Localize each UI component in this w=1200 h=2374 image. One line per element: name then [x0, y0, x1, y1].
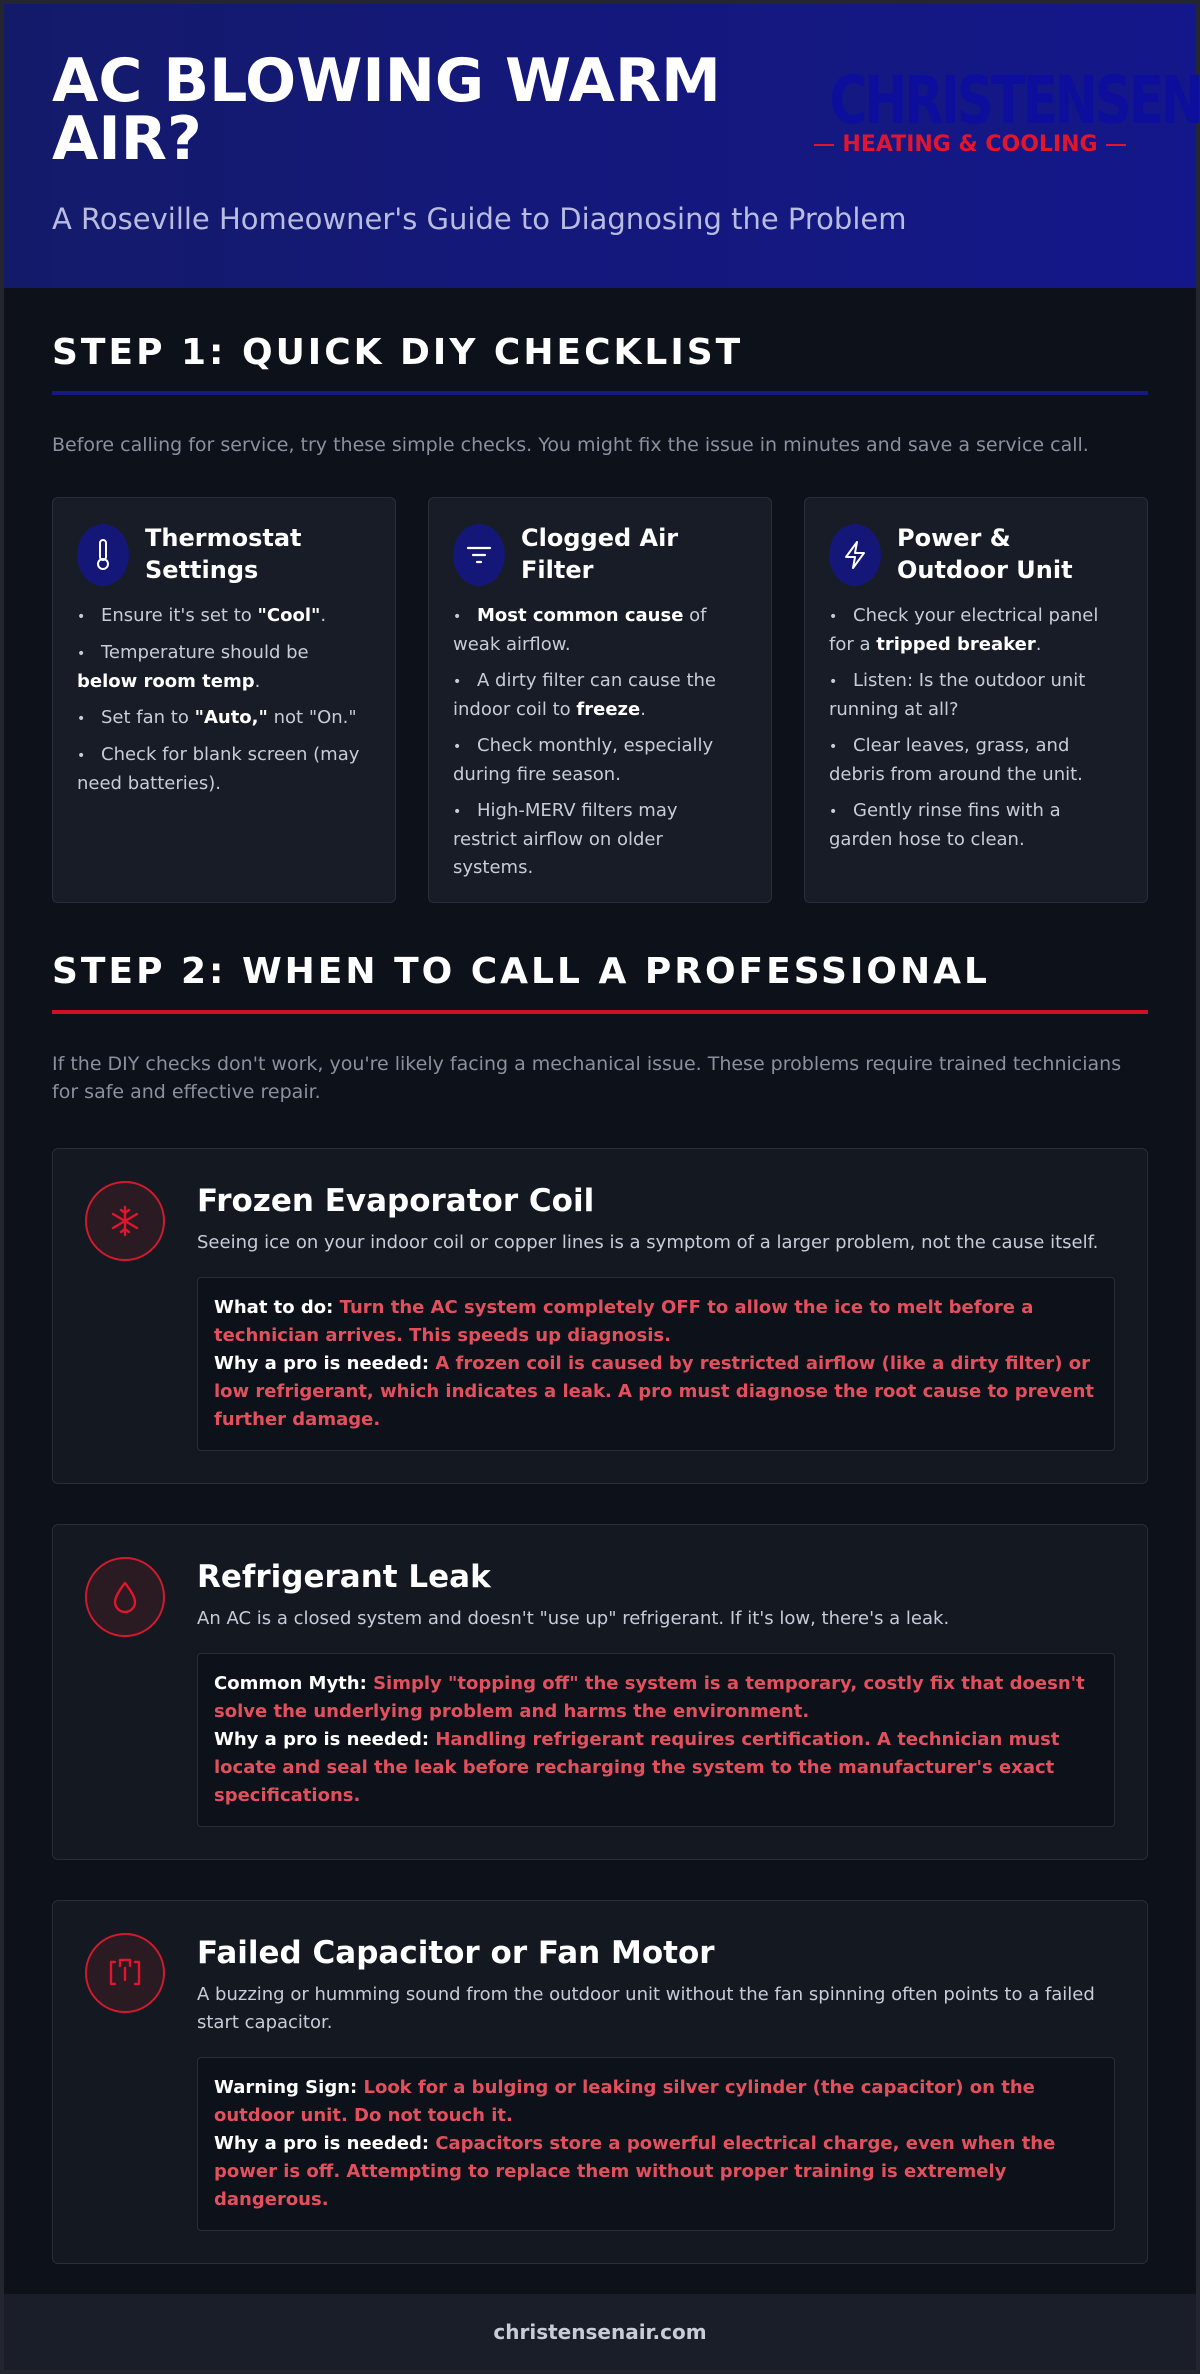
issue-description: Seeing ice on your indoor coil or copper…	[197, 1232, 1099, 1253]
list-item: •Check for blank screen (may need batter…	[77, 744, 360, 794]
list-item: •Most common cause of weak airflow.	[453, 605, 707, 655]
checklist-cards: Thermostat Settings •Ensure it's set to …	[52, 497, 1148, 903]
list-item: •Check monthly, especially during fire s…	[453, 735, 714, 785]
card-header: Power & Outdoor Unit	[829, 522, 1123, 586]
card-title: Power & Outdoor Unit	[897, 524, 1073, 584]
list-item: •A dirty filter can cause the indoor coi…	[453, 670, 716, 720]
list-item: •Clear leaves, grass, and debris from ar…	[829, 735, 1083, 785]
issue-detail-box: Warning Sign: Look for a bulging or leak…	[197, 2057, 1115, 2231]
step1-section: STEP 1: QUICK DIY CHECKLIST Before calli…	[52, 288, 1148, 903]
step1-intro: Before calling for service, try these si…	[52, 434, 1089, 456]
checklist-card-power: Power & Outdoor Unit •Check your electri…	[804, 497, 1148, 903]
issue-detail-box: Common Myth: Simply "topping off" the sy…	[197, 1653, 1115, 1827]
list-item: •High-MERV filters may restrict airflow …	[453, 800, 678, 878]
step2-intro: If the DIY checks don't work, you're lik…	[52, 1053, 1122, 1103]
footer-website-link[interactable]: christensenair.com	[493, 2320, 707, 2344]
logo-rule-left	[814, 143, 835, 146]
capacitor-icon	[85, 1933, 165, 2013]
list-item: •Gently rinse fins with a garden hose to…	[829, 800, 1061, 850]
issue-title: Failed Capacitor or Fan Motor	[197, 1935, 715, 1971]
list-item: •Temperature should be below room temp.	[77, 642, 309, 692]
snowflake-icon	[85, 1181, 165, 1261]
card-title: Thermostat Settings	[145, 524, 302, 584]
issue-description: A buzzing or humming sound from the outd…	[197, 1984, 1095, 2033]
list-item: •Listen: Is the outdoor unit running at …	[829, 670, 1086, 720]
card-title: Clogged Air Filter	[521, 524, 679, 584]
card-list: •Most common cause of weak airflow. •A d…	[453, 602, 747, 882]
issue-card-frozen-coil: Frozen Evaporator Coil Seeing ice on you…	[52, 1148, 1148, 1484]
company-logo: CHRISTENSEN HEATING & COOLING	[790, 62, 1200, 157]
issue-detail-line: Why a pro is needed: Handling refrigeran…	[214, 1729, 1060, 1806]
card-header: Clogged Air Filter	[453, 522, 747, 586]
issue-detail-line: Why a pro is needed: A frozen coil is ca…	[214, 1353, 1095, 1430]
issue-detail-line: Why a pro is needed: Capacitors store a …	[214, 2133, 1056, 2210]
list-item: •Check your electrical panel for a tripp…	[829, 605, 1099, 655]
step1-divider	[52, 391, 1148, 395]
issue-detail-line: What to do: Turn the AC system completel…	[214, 1297, 1034, 1346]
list-item: •Set fan to "Auto," not "On."	[77, 707, 357, 728]
checklist-card-thermostat: Thermostat Settings •Ensure it's set to …	[52, 497, 396, 903]
list-item: •Ensure it's set to "Cool".	[77, 605, 327, 626]
card-header: Thermostat Settings	[77, 522, 371, 586]
issue-body: Frozen Evaporator Coil Seeing ice on you…	[197, 1181, 1115, 1451]
issue-card-refrigerant-leak: Refrigerant Leak An AC is a closed syste…	[52, 1524, 1148, 1860]
step2-title: STEP 2: WHEN TO CALL A PROFESSIONAL	[52, 951, 990, 992]
footer: christensenair.com	[4, 2294, 1196, 2370]
step1-title: STEP 1: QUICK DIY CHECKLIST	[52, 332, 744, 373]
filter-icon	[453, 524, 505, 586]
logo-tagline: HEATING & COOLING	[790, 132, 1150, 157]
issue-description: An AC is a closed system and doesn't "us…	[197, 1608, 950, 1629]
issue-body: Refrigerant Leak An AC is a closed syste…	[197, 1557, 1115, 1827]
logo-tagline-text: HEATING & COOLING	[842, 132, 1098, 157]
lightning-icon	[829, 524, 881, 586]
issue-detail-line: Common Myth: Simply "topping off" the sy…	[214, 1673, 1085, 1722]
issue-detail-line: Warning Sign: Look for a bulging or leak…	[214, 2077, 1035, 2126]
card-list: •Check your electrical panel for a tripp…	[829, 602, 1123, 854]
card-list: •Ensure it's set to "Cool". •Temperature…	[77, 602, 371, 798]
step2-divider	[52, 1010, 1148, 1014]
issue-detail-box: What to do: Turn the AC system completel…	[197, 1277, 1115, 1451]
main-content: STEP 1: QUICK DIY CHECKLIST Before calli…	[4, 288, 1196, 2264]
issue-card-capacitor: Failed Capacitor or Fan Motor A buzzing …	[52, 1900, 1148, 2264]
droplet-icon	[85, 1557, 165, 1637]
hero-header: AC BLOWING WARM AIR? A Roseville Homeown…	[4, 4, 1200, 288]
logo-wordmark: CHRISTENSEN	[829, 62, 1200, 139]
page-subtitle: A Roseville Homeowner's Guide to Diagnos…	[52, 202, 907, 236]
page-title: AC BLOWING WARM AIR?	[52, 46, 721, 174]
logo-rule-right	[1105, 143, 1126, 146]
issue-title: Frozen Evaporator Coil	[197, 1183, 595, 1219]
issue-body: Failed Capacitor or Fan Motor A buzzing …	[197, 1933, 1115, 2231]
thermometer-icon	[77, 524, 129, 586]
issue-title: Refrigerant Leak	[197, 1559, 491, 1595]
checklist-card-filter: Clogged Air Filter •Most common cause of…	[428, 497, 772, 903]
step2-section: STEP 2: WHEN TO CALL A PROFESSIONAL If t…	[52, 903, 1148, 2264]
